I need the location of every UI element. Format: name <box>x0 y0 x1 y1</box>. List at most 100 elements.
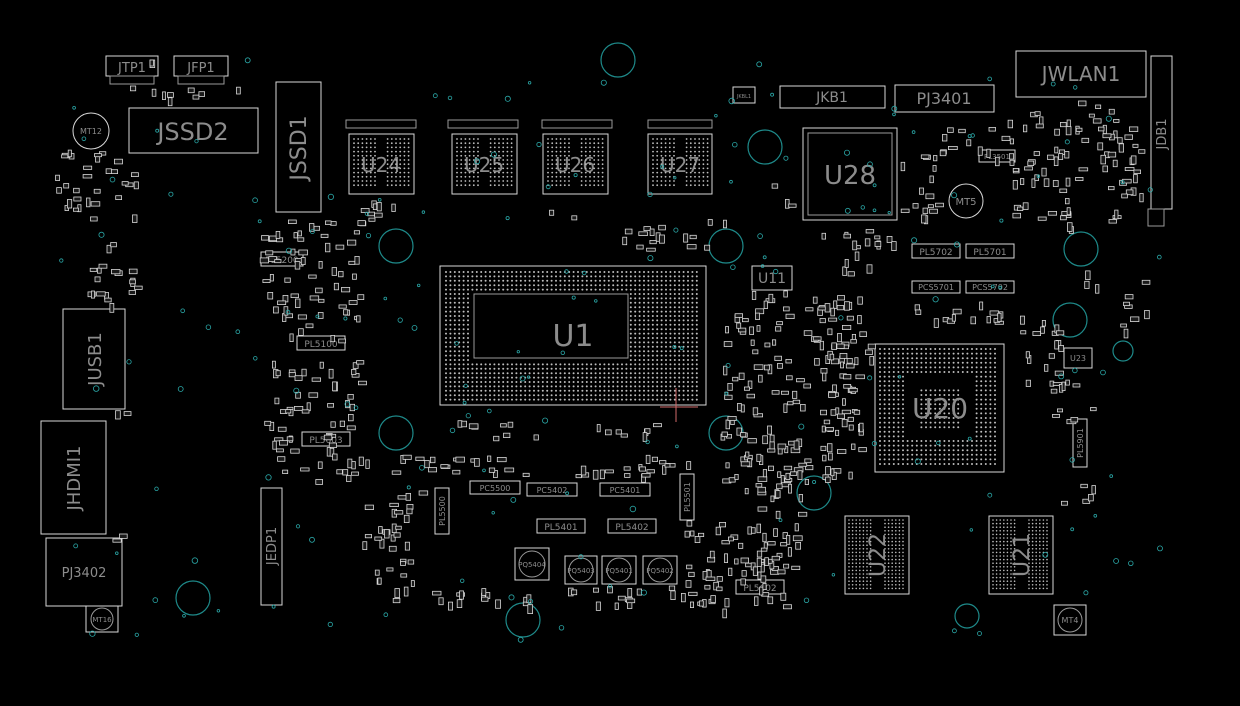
chip-u21[interactable]: U21 <box>988 515 1054 595</box>
smd-component[interactable] <box>1065 379 1070 386</box>
smd-component[interactable] <box>952 308 962 315</box>
smd-component[interactable] <box>364 534 372 539</box>
smd-component[interactable] <box>357 294 365 301</box>
smd-component[interactable] <box>756 523 762 534</box>
smd-component[interactable] <box>403 586 409 597</box>
smd-component[interactable] <box>493 435 500 442</box>
smd-component[interactable] <box>82 174 93 179</box>
smd-component[interactable] <box>788 203 797 208</box>
smd-component[interactable] <box>786 375 793 381</box>
smd-component[interactable] <box>297 237 305 242</box>
smd-component[interactable] <box>740 557 749 564</box>
smd-component[interactable] <box>933 155 938 162</box>
smd-component[interactable] <box>1102 165 1109 173</box>
smd-component[interactable] <box>374 212 383 218</box>
smd-component[interactable] <box>418 490 429 496</box>
smd-component[interactable] <box>1035 123 1044 129</box>
smd-component[interactable] <box>133 181 139 190</box>
connector-jwlan1[interactable]: JWLAN1 <box>1015 50 1147 98</box>
smd-component[interactable] <box>500 423 507 428</box>
smd-component[interactable] <box>840 361 844 369</box>
smd-component[interactable] <box>951 314 956 322</box>
smd-component[interactable] <box>716 576 723 582</box>
smd-component[interactable] <box>328 368 334 379</box>
smd-component[interactable] <box>347 393 354 400</box>
smd-component[interactable] <box>820 409 827 416</box>
smd-component[interactable] <box>622 236 628 246</box>
smd-component[interactable] <box>374 569 380 576</box>
smd-component[interactable] <box>447 601 453 611</box>
smd-component[interactable] <box>354 255 360 265</box>
smd-component[interactable] <box>393 532 401 538</box>
smd-component[interactable] <box>1123 328 1129 339</box>
smd-component[interactable] <box>690 601 695 608</box>
smd-component[interactable] <box>289 333 294 342</box>
smd-component[interactable] <box>775 490 781 499</box>
smd-component[interactable] <box>406 508 413 515</box>
smd-component[interactable] <box>315 287 323 294</box>
inductor-pl5402[interactable]: PL5402 <box>607 518 657 534</box>
smd-component[interactable] <box>1122 178 1132 184</box>
smd-component[interactable] <box>293 232 298 239</box>
smd-component[interactable] <box>821 425 826 433</box>
smd-component[interactable] <box>1009 138 1014 145</box>
smd-component[interactable] <box>772 339 777 346</box>
smd-component[interactable] <box>391 470 402 475</box>
capacitor-pc5402[interactable]: PC5402 <box>526 482 578 497</box>
smd-component[interactable] <box>767 448 776 453</box>
smd-component[interactable] <box>756 325 761 332</box>
smd-component[interactable] <box>1112 159 1118 168</box>
smd-component[interactable] <box>1022 202 1029 210</box>
inductor-pl5603[interactable]: PL5603 <box>301 431 351 447</box>
smd-component[interactable] <box>705 576 716 581</box>
smd-component[interactable] <box>783 290 788 298</box>
smd-component[interactable] <box>869 356 874 366</box>
smd-component[interactable] <box>392 598 401 604</box>
smd-component[interactable] <box>920 154 930 159</box>
mosfet-pq5401[interactable]: PQ5401 <box>601 555 637 585</box>
smd-component[interactable] <box>63 183 70 189</box>
smd-component[interactable] <box>752 407 759 416</box>
smd-component[interactable] <box>368 217 376 222</box>
smd-component[interactable] <box>699 600 704 607</box>
smd-component[interactable] <box>1138 149 1146 154</box>
smd-component[interactable] <box>970 316 977 325</box>
smd-component[interactable] <box>110 242 117 248</box>
smd-component[interactable] <box>325 242 331 253</box>
smd-component[interactable] <box>995 156 1000 167</box>
smd-component[interactable] <box>803 330 813 336</box>
smd-component[interactable] <box>780 542 788 547</box>
smd-component[interactable] <box>1078 167 1089 172</box>
smd-component[interactable] <box>429 456 436 464</box>
smd-component[interactable] <box>300 467 310 472</box>
smd-component[interactable] <box>198 91 205 97</box>
smd-component[interactable] <box>753 413 764 418</box>
smd-component[interactable] <box>822 454 827 462</box>
smd-component[interactable] <box>686 461 692 470</box>
smd-component[interactable] <box>297 230 302 237</box>
smd-component[interactable] <box>1082 498 1091 504</box>
smd-component[interactable] <box>787 401 794 406</box>
smd-component[interactable] <box>481 596 489 602</box>
smd-component[interactable] <box>1098 126 1105 132</box>
smd-component[interactable] <box>410 580 415 587</box>
smd-component[interactable] <box>301 368 307 377</box>
smd-component[interactable] <box>571 215 578 221</box>
smd-component[interactable] <box>346 239 357 246</box>
smd-component[interactable] <box>912 203 919 209</box>
smd-component[interactable] <box>728 567 733 577</box>
smd-component[interactable] <box>1108 108 1115 115</box>
smd-component[interactable] <box>128 268 138 275</box>
smd-component[interactable] <box>94 153 102 158</box>
smd-component[interactable] <box>756 550 763 558</box>
smd-component[interactable] <box>854 357 859 366</box>
smd-component[interactable] <box>533 434 539 441</box>
smd-component[interactable] <box>504 467 515 473</box>
smd-component[interactable] <box>91 290 95 299</box>
smd-component[interactable] <box>746 393 755 399</box>
smd-component[interactable] <box>1057 408 1064 413</box>
smd-component[interactable] <box>1032 331 1042 336</box>
smd-component[interactable] <box>837 449 847 454</box>
smd-component[interactable] <box>151 88 157 97</box>
smd-component[interactable] <box>308 392 319 398</box>
